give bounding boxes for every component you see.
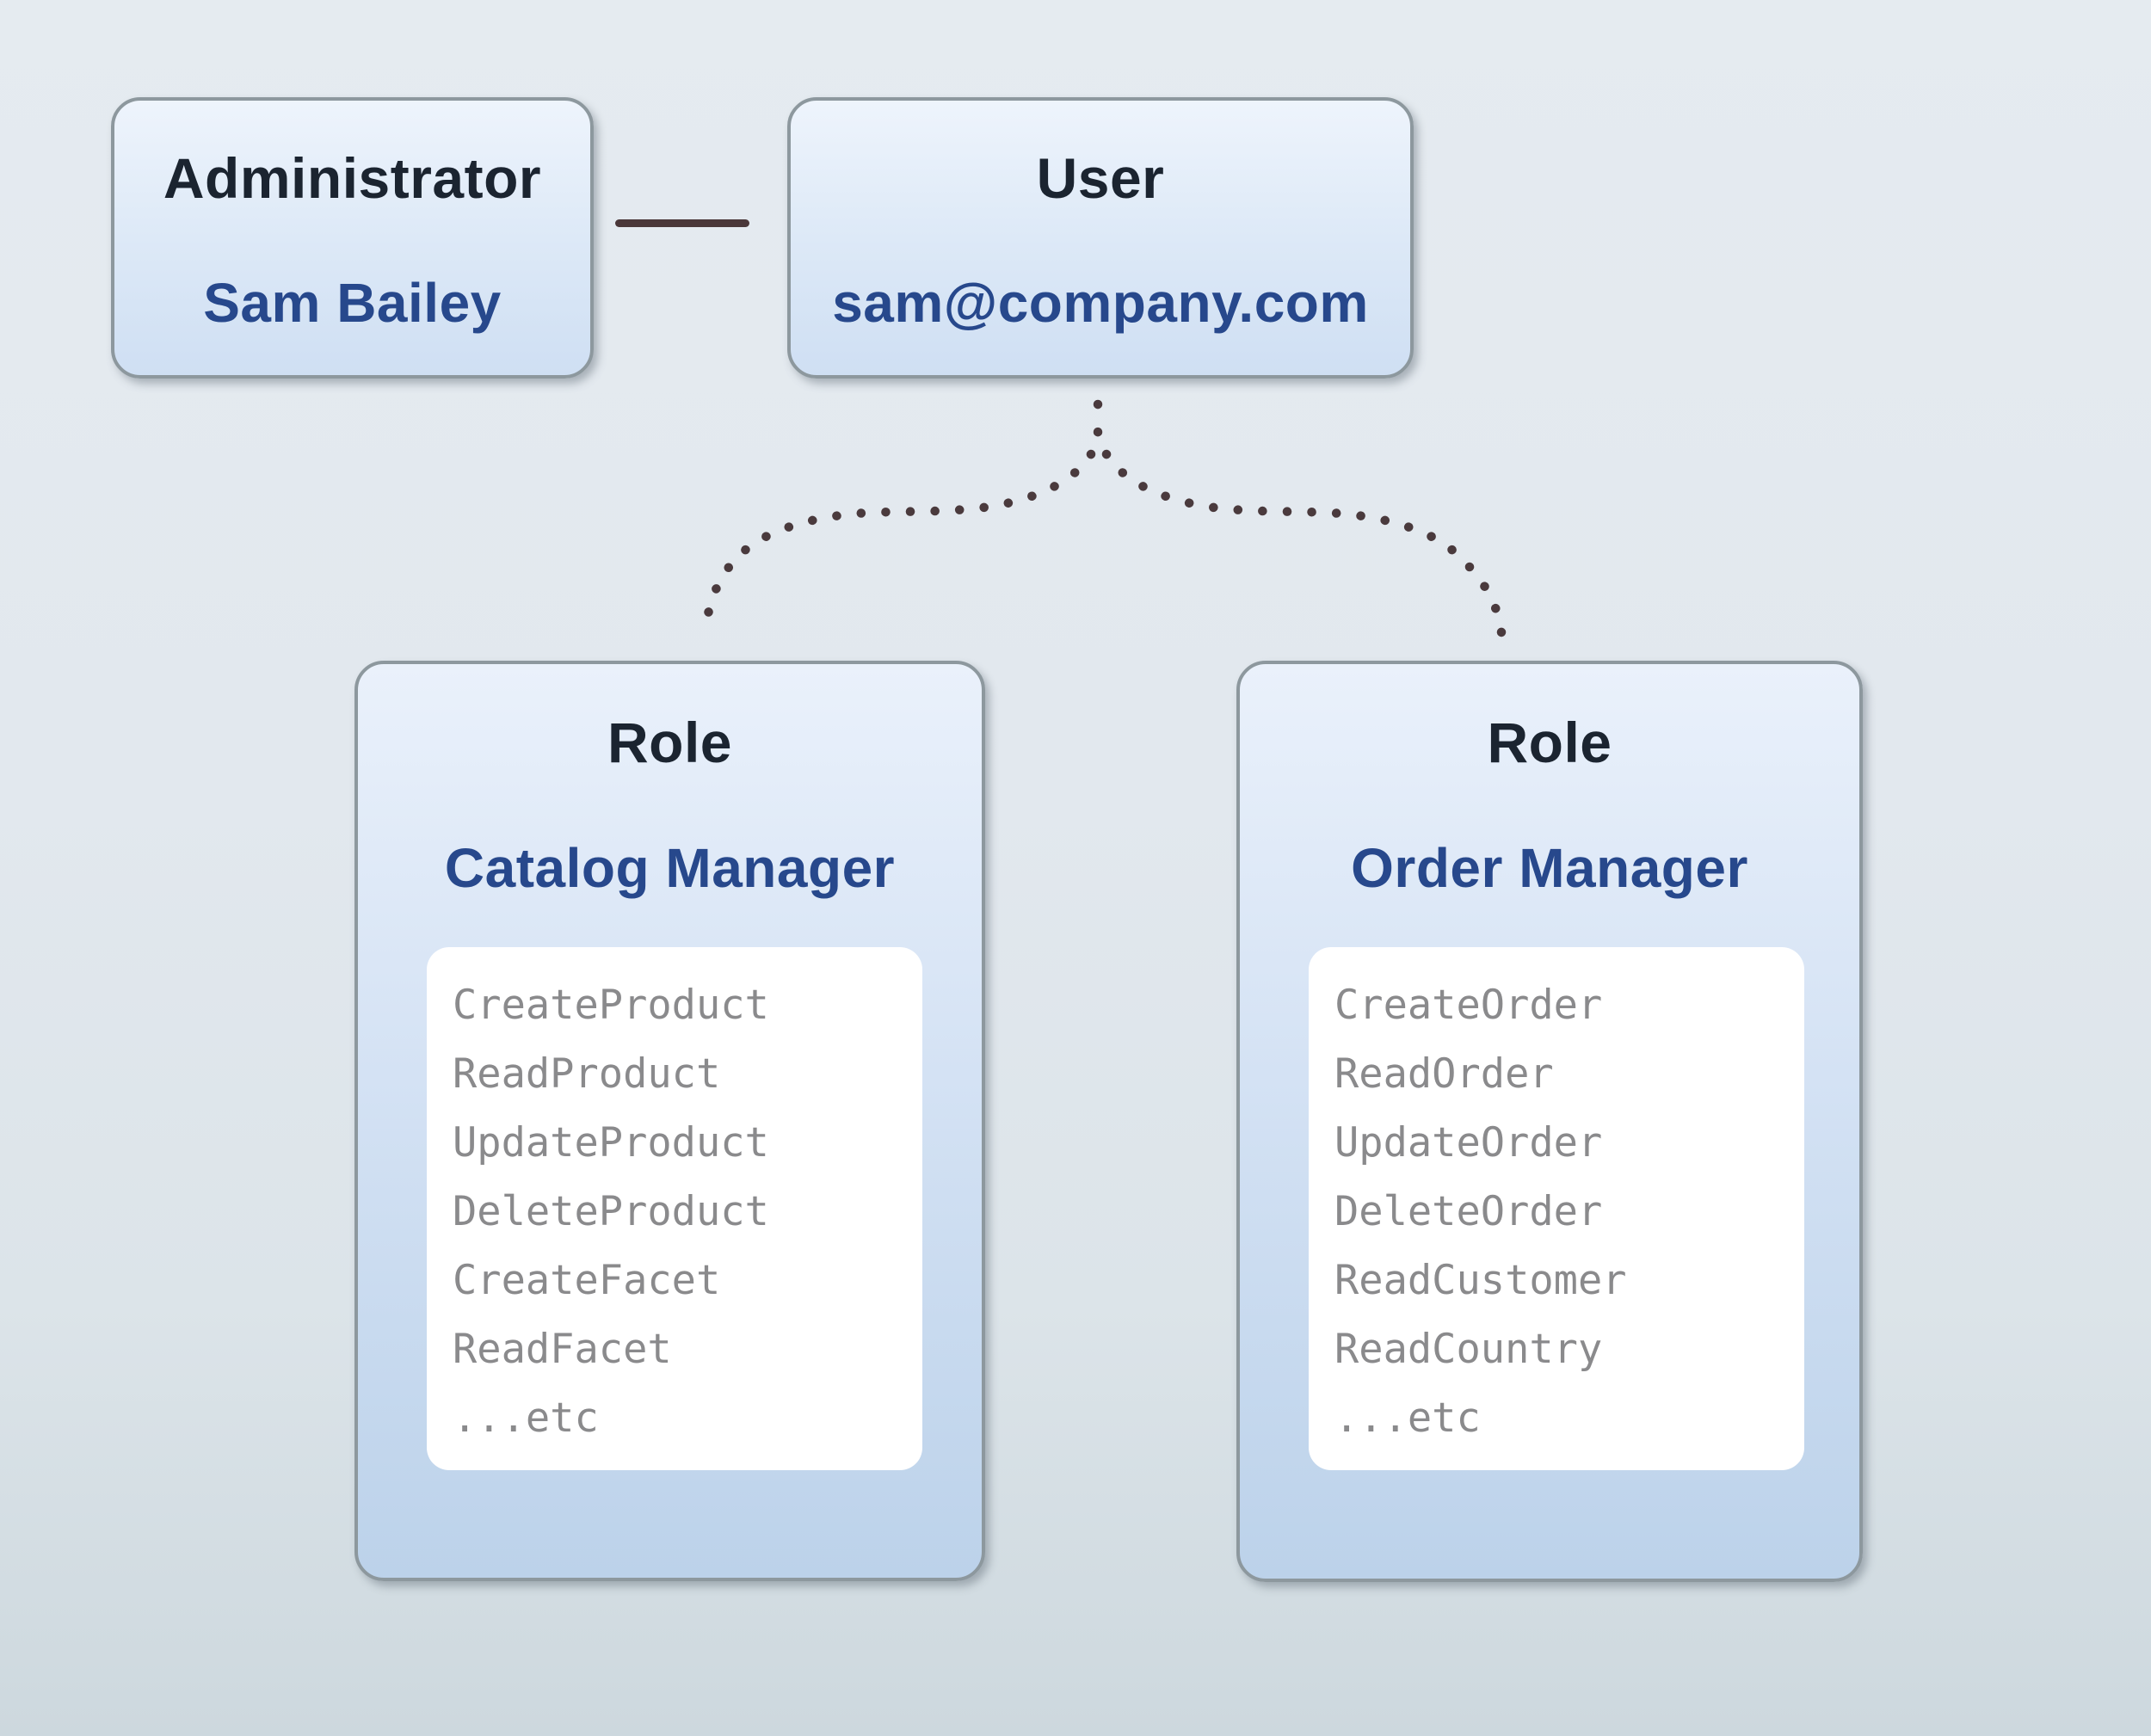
user-node: User sam@company.com bbox=[787, 97, 1414, 379]
role-order-title: Role bbox=[1487, 711, 1612, 774]
user-to-catalog-role-dotted-line bbox=[700, 449, 1096, 640]
permission-item: ReadProduct bbox=[453, 1050, 721, 1098]
permission-item: ReadCustomer bbox=[1334, 1257, 1627, 1304]
permission-item: UpdateProduct bbox=[453, 1119, 769, 1167]
permission-item: CreateProduct bbox=[453, 982, 769, 1029]
permission-item: DeleteOrder bbox=[1334, 1188, 1603, 1235]
permission-item: ReadOrder bbox=[1334, 1050, 1554, 1098]
role-catalog-name: Catalog Manager bbox=[444, 837, 896, 899]
user-to-order-role-dotted-line bbox=[1101, 449, 1507, 637]
role-catalog-title: Role bbox=[607, 711, 733, 774]
administrator-title: Administrator bbox=[163, 146, 542, 210]
permission-item: DeleteProduct bbox=[453, 1188, 769, 1235]
admin-user-connector-line bbox=[615, 219, 749, 227]
user-title: User bbox=[1036, 146, 1165, 210]
permission-item: UpdateOrder bbox=[1334, 1119, 1603, 1167]
administrator-node: Administrator Sam Bailey bbox=[111, 97, 594, 379]
permission-item: CreateFacet bbox=[453, 1257, 721, 1304]
permission-item: ReadCountry bbox=[1334, 1326, 1603, 1373]
permission-item: ...etc bbox=[1334, 1394, 1481, 1442]
administrator-name: Sam Bailey bbox=[203, 272, 502, 334]
user-email: sam@company.com bbox=[832, 272, 1369, 334]
permission-item: ReadFacet bbox=[453, 1326, 672, 1373]
role-order-name: Order Manager bbox=[1351, 837, 1748, 899]
permission-item: ...etc bbox=[453, 1394, 599, 1442]
permission-item: CreateOrder bbox=[1334, 982, 1603, 1029]
